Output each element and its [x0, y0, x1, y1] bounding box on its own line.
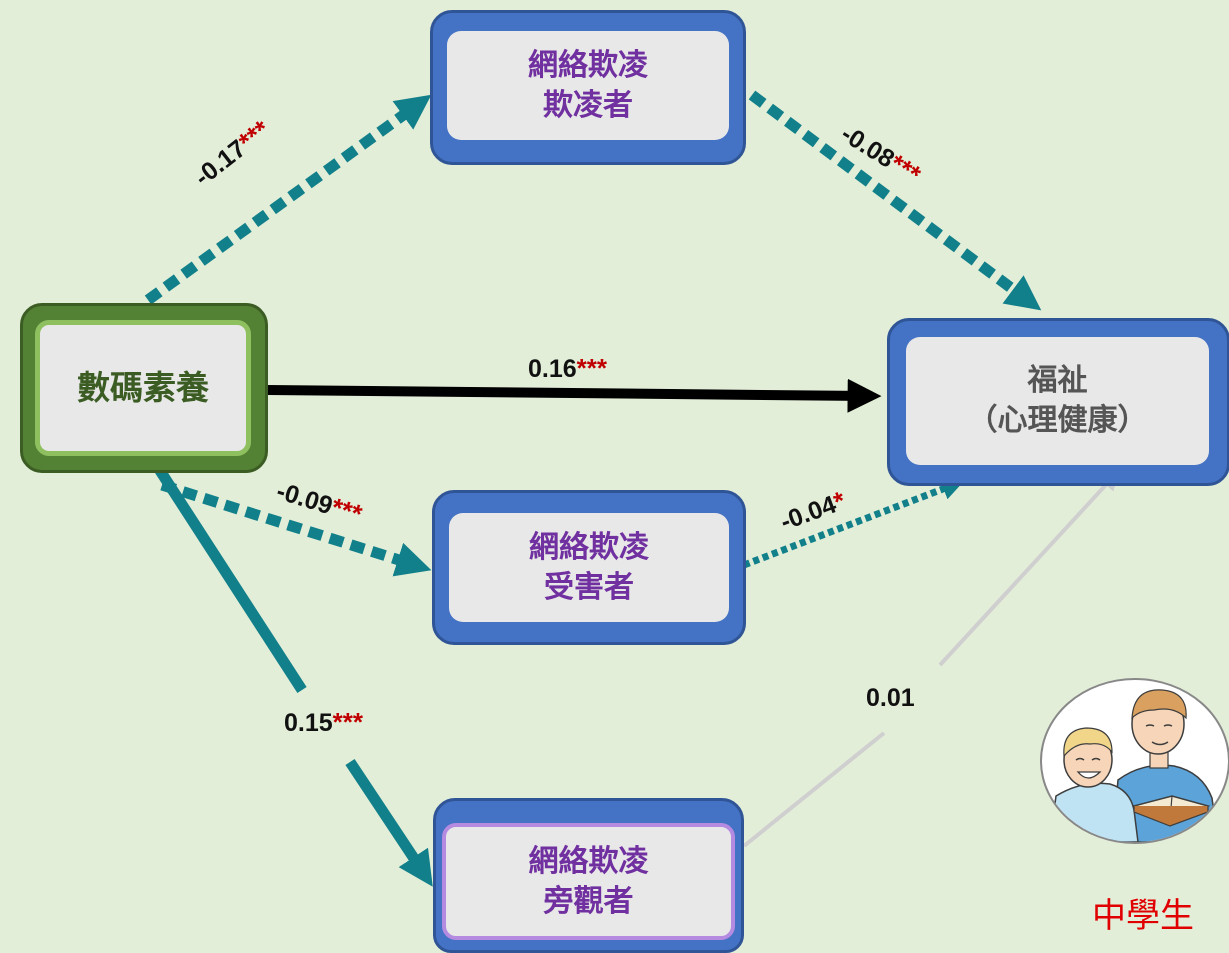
coef-literacy-wellbeing: 0.16*** [528, 353, 607, 384]
node-wellbeing-line2: （心理健康） [967, 403, 1148, 438]
arrow-literacy-to-perpetrator [144, 94, 432, 305]
arrow-literacy-to-bystander-upper [143, 449, 307, 693]
coef-literacy-wellbeing-value: 0.16 [528, 355, 577, 383]
students-reading-icon [1040, 678, 1229, 844]
node-wellbeing: 福祉 （心理健康） [887, 318, 1229, 486]
coef-literacy-bystander-stars: *** [332, 707, 364, 737]
node-perpetrator-line1: 網絡欺凌 [528, 47, 648, 83]
node-cyberbullying-bystander: 網絡欺凌 旁觀者 [433, 798, 744, 953]
node-bystander-line2: 旁觀者 [543, 883, 634, 919]
node-perpetrator-line2: 欺凌者 [543, 87, 633, 123]
arrow-literacy-to-bystander-lower [345, 758, 433, 887]
coef-bystander-wellbeing-value: 0.01 [866, 684, 915, 712]
arrow-literacy-to-wellbeing [267, 378, 882, 413]
node-bystander-line1: 網絡欺凌 [528, 843, 649, 879]
arrow-bystander-to-wellbeing-lower [742, 731, 886, 848]
node-victim-line1: 網絡欺凌 [529, 529, 649, 565]
coef-literacy-bystander: 0.15*** [284, 707, 363, 738]
coef-literacy-bystander-value: 0.15 [284, 709, 333, 737]
secondary-students-label: 中學生 [1092, 896, 1194, 936]
node-wellbeing-line1: 福祉 [1027, 363, 1088, 398]
node-digital-literacy: 數碼素養 [20, 303, 268, 473]
coef-bystander-wellbeing: 0.01 [866, 682, 915, 713]
arrow-bystander-to-wellbeing-upper [938, 470, 1120, 667]
arrow-literacy-to-victim [160, 479, 432, 577]
students-illustration [1049, 689, 1219, 842]
node-victim-line2: 受害者 [544, 569, 634, 605]
arrow-victim-to-wellbeing [742, 478, 965, 569]
node-cyberbullying-perpetrator: 網絡欺凌 欺凌者 [430, 10, 746, 165]
arrow-perpetrator-to-wellbeing [748, 90, 1042, 311]
coef-literacy-wellbeing-stars: *** [576, 353, 608, 383]
node-digital-literacy-label: 數碼素養 [77, 368, 209, 407]
node-cyberbullying-victim: 網絡欺凌 受害者 [432, 490, 746, 645]
